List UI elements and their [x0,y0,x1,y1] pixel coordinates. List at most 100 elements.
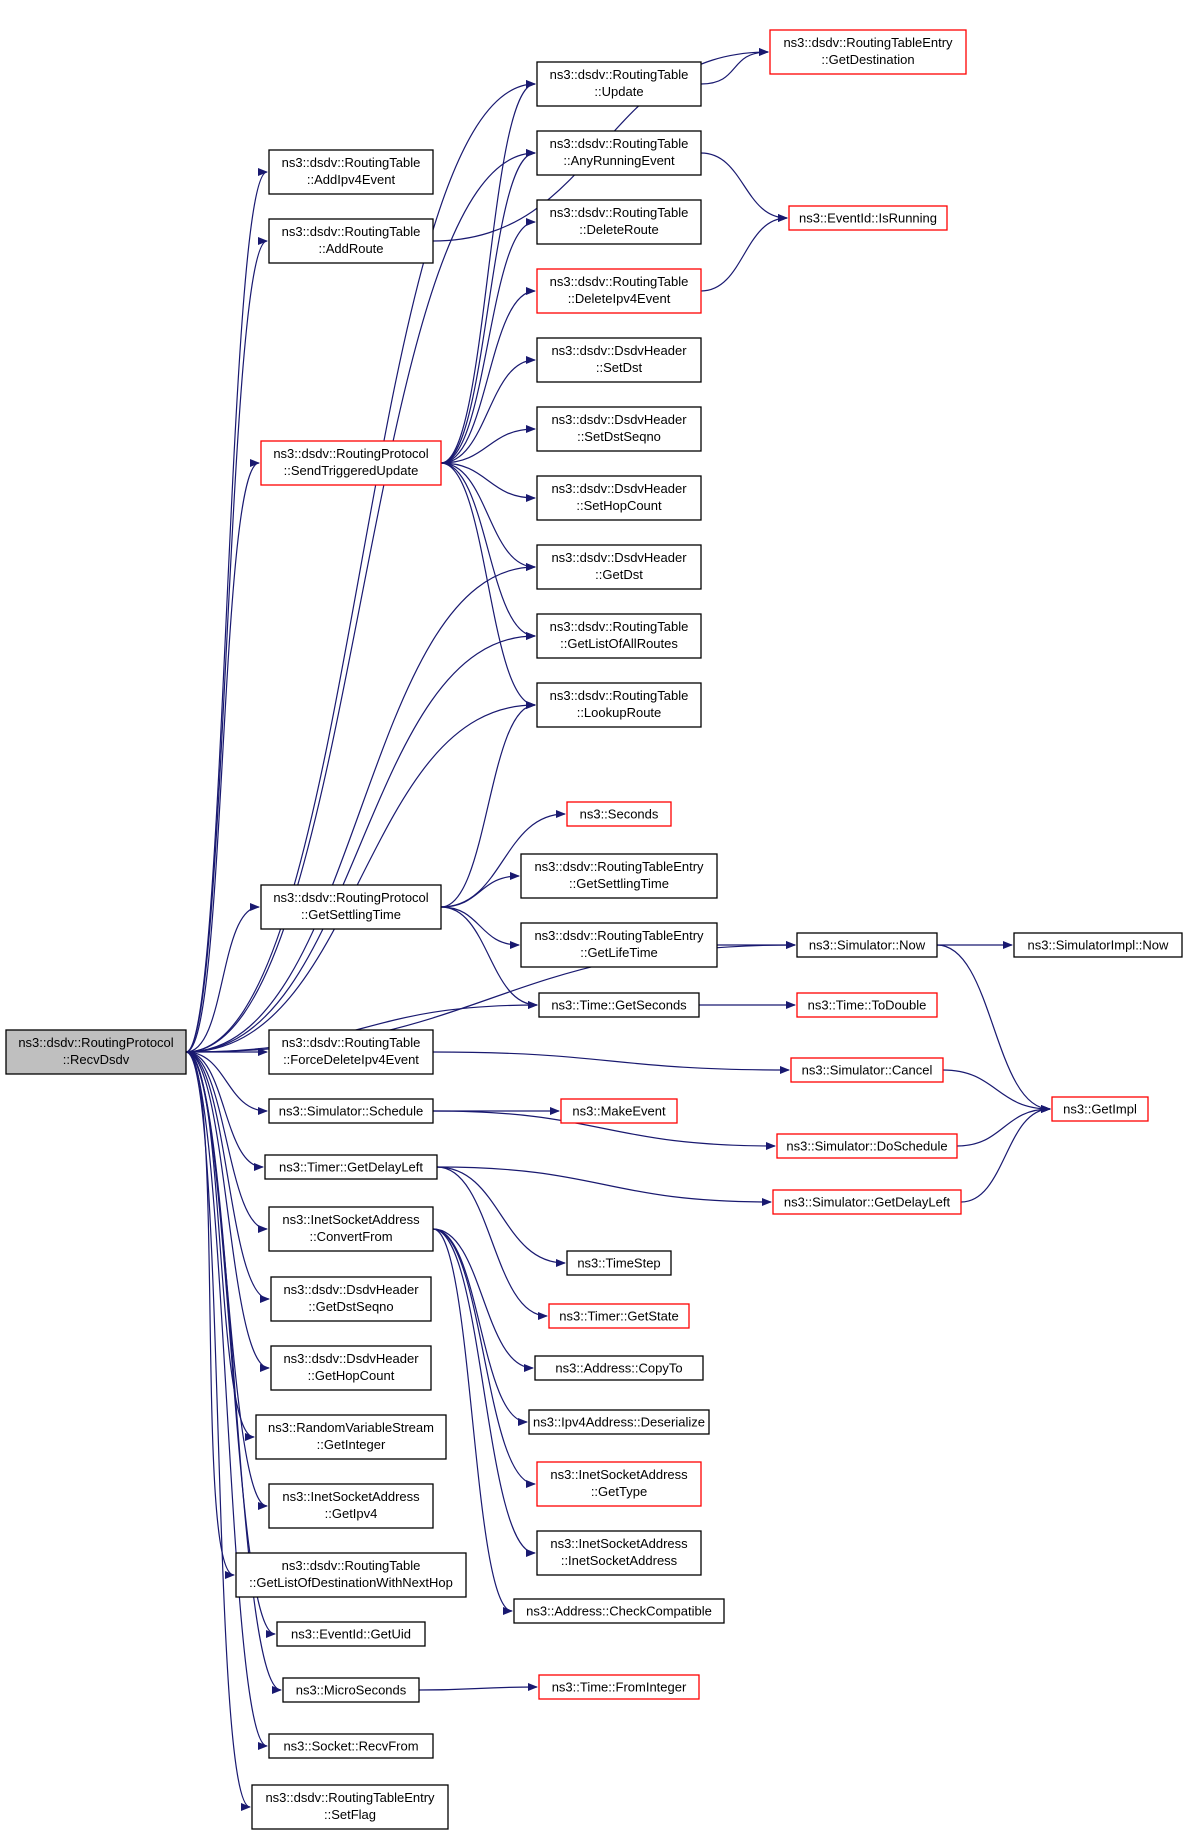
node-timeGetSeconds[interactable]: ns3::Time::GetSeconds [538,992,700,1018]
node-timerGetDelayLeft[interactable]: ns3::Timer::GetDelayLeft [264,1154,438,1180]
edge-update-to-getDestination [700,48,769,85]
node-box [536,199,702,245]
edge-recv-to-anyRunning [185,149,536,1053]
node-lookupRoute[interactable]: ns3::dsdv::RoutingTable::LookupRoute [536,682,702,728]
node-box [1013,932,1183,958]
node-box [268,218,434,264]
node-deserialize[interactable]: ns3::Ipv4Address::Deserialize [528,1409,710,1435]
node-box [260,440,442,486]
node-getInteger[interactable]: ns3::RandomVariableStream::GetInteger [255,1414,447,1460]
node-makeEvent[interactable]: ns3::MakeEvent [560,1098,678,1124]
node-label-line: ns3::InetSocketAddress [550,1467,688,1482]
node-getListAll[interactable]: ns3::dsdv::RoutingTable::GetListOfAllRou… [536,613,702,659]
nodes-layer: ns3::dsdv::RoutingProtocol::RecvDsdvns3:… [5,29,1183,1830]
node-setDst[interactable]: ns3::dsdv::DsdvHeader::SetDst [536,337,702,383]
edge-recv-to-getInteger [185,1051,255,1441]
edge-recv-to-timeGetSeconds [185,1001,538,1053]
edge-recv-to-addRoute [185,237,268,1053]
node-simNow[interactable]: ns3::Simulator::Now [796,932,938,958]
node-rteGetSettlingTime[interactable]: ns3::dsdv::RoutingTableEntry::GetSettlin… [520,853,718,899]
node-convertFrom[interactable]: ns3::InetSocketAddress::ConvertFrom [268,1206,434,1252]
node-box [255,1414,447,1460]
node-box [282,1677,420,1703]
node-getDestination[interactable]: ns3::dsdv::RoutingTableEntry::GetDestina… [769,29,967,75]
edge-sendTriggered-to-deleteRoute [440,218,536,464]
node-label-line: ns3::Seconds [580,807,659,822]
node-recvFrom[interactable]: ns3::Socket::RecvFrom [268,1733,434,1759]
node-copyTo[interactable]: ns3::Address::CopyTo [534,1355,704,1381]
node-label-line: ns3::Simulator::Schedule [279,1104,424,1119]
node-label-line: ns3::dsdv::RoutingProtocol [273,890,428,905]
node-simCancel[interactable]: ns3::Simulator::Cancel [790,1057,944,1083]
node-label-line: ::InetSocketAddress [561,1553,678,1568]
node-box [788,205,948,231]
node-box [536,1461,702,1507]
node-deleteIpv4Event[interactable]: ns3::dsdv::RoutingTable::DeleteIpv4Event [536,268,702,314]
node-label-line: ns3::MakeEvent [572,1104,666,1119]
node-label-line: ns3::EventId::IsRunning [799,211,937,226]
node-getUid[interactable]: ns3::EventId::GetUid [276,1621,426,1647]
node-addIpv4Event[interactable]: ns3::dsdv::RoutingTable::AddIpv4Event [268,149,434,195]
node-label-line: ns3::Simulator::Now [809,938,926,953]
edge-schedule-to-doSchedule [432,1110,776,1150]
node-update[interactable]: ns3::dsdv::RoutingTable::Update [536,61,702,107]
node-deleteRoute[interactable]: ns3::dsdv::RoutingTable::DeleteRoute [536,199,702,245]
edge-recv-to-sendTriggered [185,459,260,1053]
node-box [536,544,702,590]
node-label-line: ns3::dsdv::RoutingTable [550,688,689,703]
node-rteGetLifeTime[interactable]: ns3::dsdv::RoutingTableEntry::GetLifeTim… [520,922,718,968]
node-box [536,406,702,452]
edge-sendTriggered-to-update [440,80,536,464]
node-doSchedule[interactable]: ns3::Simulator::DoSchedule [776,1133,958,1159]
node-label-line: ::GetSettlingTime [569,876,669,891]
node-fromInteger[interactable]: ns3::Time::FromInteger [538,1674,700,1700]
node-setFlag[interactable]: ns3::dsdv::RoutingTableEntry::SetFlag [251,1784,449,1830]
node-box [769,29,967,75]
node-checkCompat[interactable]: ns3::Address::CheckCompatible [513,1598,725,1624]
node-forceDelete[interactable]: ns3::dsdv::RoutingTable::ForceDeleteIpv4… [268,1029,434,1075]
node-box [772,1189,962,1215]
node-seconds[interactable]: ns3::Seconds [566,801,672,827]
node-schedule[interactable]: ns3::Simulator::Schedule [268,1098,434,1124]
node-box [268,1733,434,1759]
node-label-line: ns3::Time::GetSeconds [551,998,687,1013]
edge-recv-to-getSettlingTime [185,903,260,1053]
node-box [268,149,434,195]
node-getSettlingTime[interactable]: ns3::dsdv::RoutingProtocol::GetSettlingT… [260,884,442,930]
node-addRoute[interactable]: ns3::dsdv::RoutingTable::AddRoute [268,218,434,264]
node-simImplNow[interactable]: ns3::SimulatorImpl::Now [1013,932,1183,958]
node-recv[interactable]: ns3::dsdv::RoutingProtocol::RecvDsdv [5,1029,187,1075]
node-label-line: ns3::Simulator::DoSchedule [786,1139,947,1154]
node-label-line: ::GetDestination [821,52,914,67]
node-box [260,884,442,930]
edge-simGetDelayLeft-to-getImpl [960,1105,1051,1203]
node-label-line: ns3::dsdv::RoutingProtocol [273,446,428,461]
node-label-line: ::SetFlag [324,1807,376,1822]
node-getDstSeqno[interactable]: ns3::dsdv::DsdvHeader::GetDstSeqno [270,1276,432,1322]
node-label-line: ns3::InetSocketAddress [282,1212,420,1227]
node-getType[interactable]: ns3::InetSocketAddress::GetType [536,1461,702,1507]
node-setDstSeqno[interactable]: ns3::dsdv::DsdvHeader::SetDstSeqno [536,406,702,452]
node-inetCtor[interactable]: ns3::InetSocketAddress::InetSocketAddres… [536,1530,702,1576]
node-label-line: ::SetHopCount [576,498,662,513]
node-timeStep[interactable]: ns3::TimeStep [566,1250,672,1276]
node-getHopCount[interactable]: ns3::dsdv::DsdvHeader::GetHopCount [270,1345,432,1391]
node-microSeconds[interactable]: ns3::MicroSeconds [282,1677,420,1703]
edge-timerGetDelayLeft-to-timeStep [436,1166,566,1267]
node-label-line: ns3::Address::CopyTo [555,1361,682,1376]
node-getListDestNextHop[interactable]: ns3::dsdv::RoutingTable::GetListOfDestin… [235,1552,467,1598]
node-box [270,1276,432,1322]
node-getImpl[interactable]: ns3::GetImpl [1051,1096,1149,1122]
node-sendTriggered[interactable]: ns3::dsdv::RoutingProtocol::SendTriggere… [260,440,442,486]
node-getIpv4[interactable]: ns3::InetSocketAddress::GetIpv4 [268,1483,434,1529]
node-isRunning[interactable]: ns3::EventId::IsRunning [788,205,948,231]
node-toDouble[interactable]: ns3::Time::ToDouble [796,992,938,1018]
node-setHopCount[interactable]: ns3::dsdv::DsdvHeader::SetHopCount [536,475,702,521]
node-label-line: ns3::dsdv::RoutingTable [550,205,689,220]
node-anyRunning[interactable]: ns3::dsdv::RoutingTable::AnyRunningEvent [536,130,702,176]
node-simGetDelayLeft[interactable]: ns3::Simulator::GetDelayLeft [772,1189,962,1215]
node-label-line: ns3::dsdv::RoutingProtocol [18,1035,173,1050]
node-getDst[interactable]: ns3::dsdv::DsdvHeader::GetDst [536,544,702,590]
node-timerGetState[interactable]: ns3::Timer::GetState [548,1303,690,1329]
